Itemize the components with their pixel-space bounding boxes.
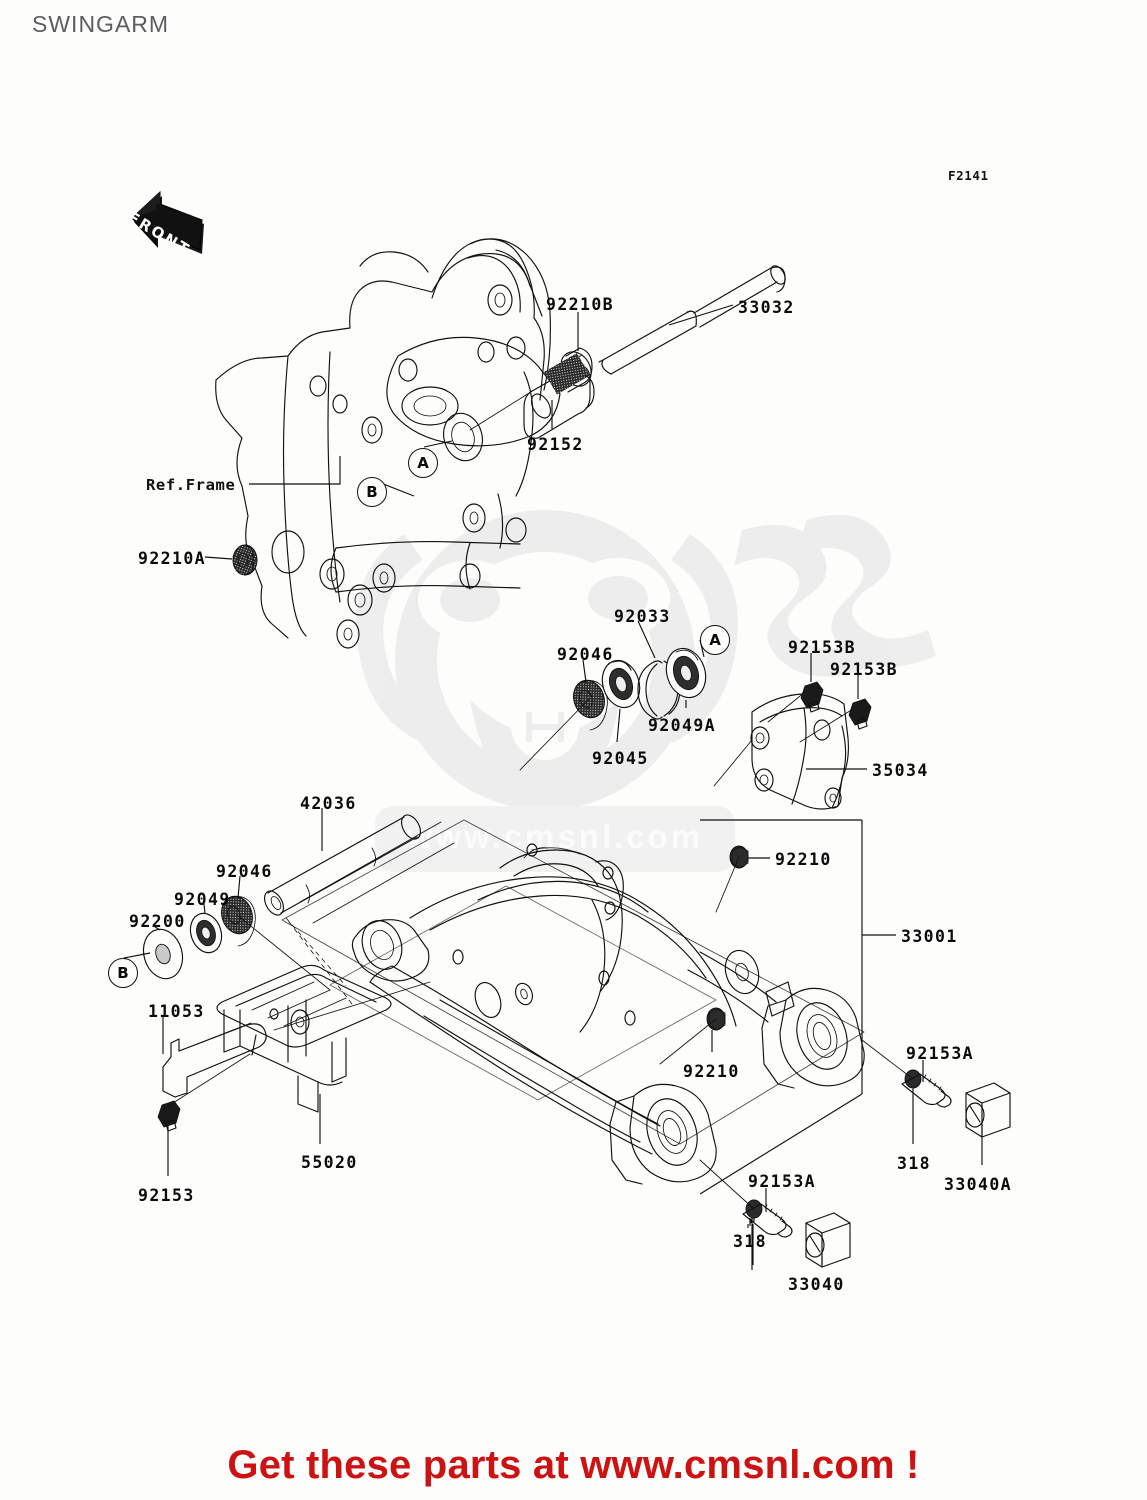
part-label-92153A-lower: 92153A [748,1172,817,1191]
callout-b-washer: B [108,958,138,988]
part-label-318-right: 318 [897,1154,932,1173]
part-55020-chain-guard [216,964,392,1113]
part-label-92049: 92049 [174,890,231,909]
part-label-35034: 35034 [872,761,929,780]
part-92153B-bolt-1 [800,681,824,713]
part-42036-sleeve [264,814,455,924]
leader-lines [123,304,983,1270]
part-label-92046-mid: 92046 [557,645,614,664]
part-label-92045: 92045 [592,749,649,768]
part-label-92153A-right: 92153A [906,1044,975,1063]
part-92049-oil-seal-left [189,912,223,954]
part-11053-bracket [162,1008,279,1098]
part-35034-bracket [750,693,849,810]
ref-frame-label: Ref.Frame [146,476,236,494]
part-label-92152: 92152 [527,435,584,454]
part-92152-collar [523,353,595,439]
footer-promo-text: Get these parts at www.cmsnl.com ! [227,1443,920,1487]
cmsnl-watermark: www.cmsnl.com [356,510,936,872]
part-label-33040: 33040 [788,1275,845,1294]
watermark-text: www.cmsnl.com [406,818,703,855]
part-label-318-lower: 318 [733,1232,768,1251]
part-33040A-chain-adjuster [965,1082,1011,1138]
part-92153A-bolt-right [901,1069,952,1108]
part-label-92049A: 92049A [648,716,717,735]
part-label-33040A: 33040A [944,1175,1013,1194]
part-label-92210A: 92210A [138,549,207,568]
front-direction-badge: FRONT [118,178,214,262]
diagram-reference-code: F2141 [948,168,989,183]
part-label-92200: 92200 [129,912,186,931]
part-label-55020: 55020 [301,1153,358,1172]
part-label-92046-left: 92046 [216,862,273,881]
part-92210A-nut [232,544,258,576]
part-92049A-oil-seal [665,647,707,699]
part-label-92210-lower: 92210 [683,1062,740,1081]
part-92045-ball-bearing [601,659,641,709]
part-label-42036: 42036 [300,794,357,813]
part-label-92153B-1: 92153B [788,638,857,657]
part-33001-swingarm [281,819,865,1185]
callout-a-bearing: A [700,625,730,655]
reference-frame-outline [215,238,561,649]
part-label-92210B: 92210B [546,295,615,314]
callout-a-upper: A [408,448,438,478]
part-label-92153B-2: 92153B [830,660,899,679]
callout-b-upper: B [357,477,387,507]
part-label-11053: 11053 [148,1002,205,1021]
part-33032-axle [598,265,786,375]
part-label-92153: 92153 [138,1186,195,1205]
part-92153-bolt-left [157,1100,181,1132]
part-label-92210-upper: 92210 [775,850,832,869]
part-92200-washer [142,928,184,980]
part-label-33032: 33032 [738,298,795,317]
part-label-92033: 92033 [614,607,671,626]
page-title: SWINGARM [32,11,170,37]
part-label-33001: 33001 [901,927,958,946]
part-33040-chain-adjuster [805,1212,851,1268]
part-92153B-bolt-2 [848,698,872,730]
